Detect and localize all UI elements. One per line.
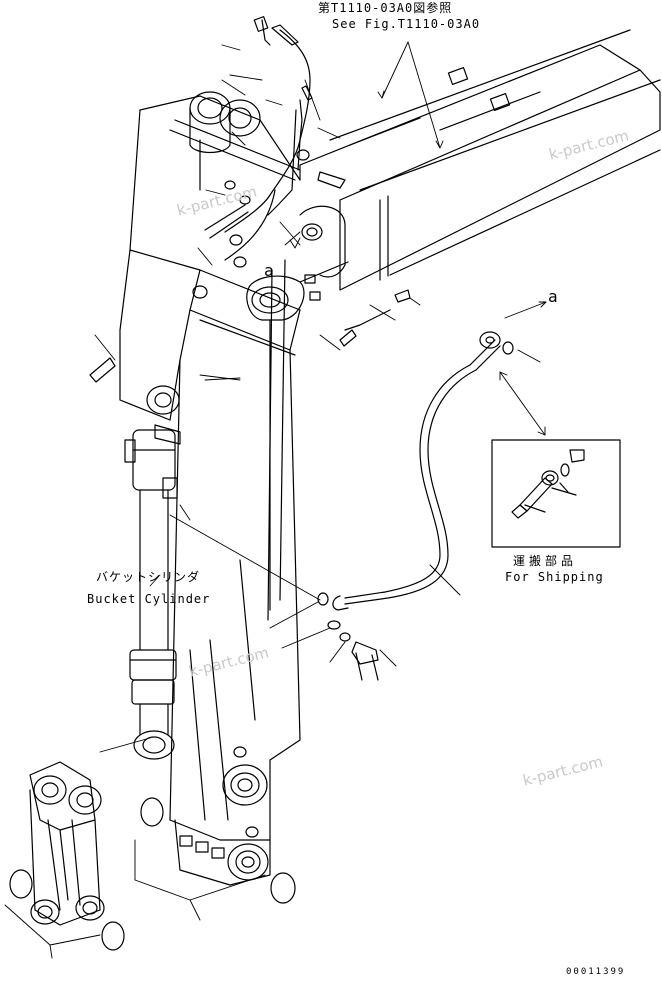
bucket-link [29, 761, 105, 926]
arm-body [119, 95, 301, 886]
pins-and-washers [9, 797, 296, 951]
boom [299, 29, 661, 291]
cylinder-label-leader [149, 574, 161, 587]
connector-a-label-right: a [548, 287, 559, 306]
long-grease-hose [317, 331, 514, 681]
for-shipping-label-en: For Shipping [505, 570, 604, 584]
grease-hoses [204, 19, 391, 611]
reference-label-en: See Fig.T1110-03A0 [332, 17, 481, 31]
boom-pin-boss [246, 205, 349, 321]
bucket-cylinder [124, 385, 180, 760]
reference-label-jp: 第T1110-03A0図参照 [318, 1, 453, 15]
shipping-box [491, 439, 621, 548]
leader-lines [4, 41, 547, 959]
drawing-number: 00011399 [566, 967, 626, 977]
for-shipping-label-jp: 運搬部品 [513, 554, 578, 568]
bucket-cylinder-label-jp: バケットシリンダ [96, 570, 201, 584]
fittings [89, 16, 411, 445]
arm-top-boss [169, 91, 301, 191]
connector-a-label-upper: a [264, 261, 275, 280]
bucket-cylinder-label-en: Bucket Cylinder [87, 592, 211, 606]
